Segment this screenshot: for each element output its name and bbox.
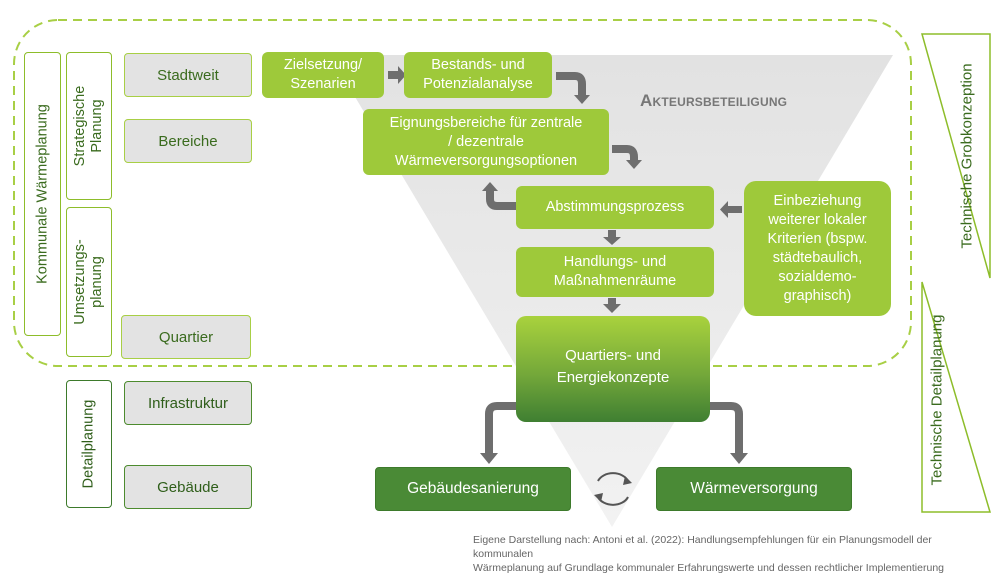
zielsetzung-box: Zielsetzung/ Szenarien — [262, 52, 384, 98]
arrow-einbeziehung-abstimmung — [720, 201, 742, 218]
scale-bereiche: Bereiche — [124, 119, 252, 163]
scale-gebaeude: Gebäude — [124, 465, 252, 509]
grob-outline — [921, 33, 991, 279]
akteursbeteiligung-text: Akteursbeteiligung — [640, 91, 788, 110]
source-caption: Eigene Darstellung nach: Antoni et al. (… — [473, 533, 993, 575]
scale-quartier: Quartier — [121, 315, 251, 359]
arrow-abstimmung-eignung — [486, 190, 516, 210]
arrow-quartier-gebaeude — [485, 402, 516, 454]
arrow-ziel-bestand — [388, 66, 406, 84]
waermeversorgung-box: Wärmeversorgung — [656, 467, 852, 511]
gebaeudesanierung-box: Gebäudesanierung — [375, 467, 571, 511]
grobkonzeption-label: Technische Grobkonzeption — [958, 63, 976, 249]
bestands-box: Bestands- und Potenzialanalyse — [404, 52, 552, 98]
kommunale-waermeplanung-label: Kommunale Wärmeplanung — [24, 52, 61, 336]
arrow-quartier-waerme — [710, 402, 743, 454]
caption-line-1: Eigene Darstellung nach: Antoni et al. (… — [473, 534, 932, 560]
arrow-handlung-quartier — [603, 298, 621, 313]
quartiers-box: Quartiers- und Energiekonzepte — [556, 347, 670, 386]
arrow-bestand-eignung — [556, 72, 586, 96]
detailplanung-tech-label: Technische Detailplanung — [928, 314, 946, 486]
umsetzungsplanung-label: Umsetzungs-planung — [66, 207, 112, 357]
detail-outline — [921, 281, 992, 513]
strategische-planung-label: Strategische Planung — [66, 52, 112, 200]
quartiers-box-bg — [516, 316, 710, 422]
einbeziehung-box: Einbeziehung weiterer lokaler Kriterien … — [744, 181, 891, 316]
caption-line-2: Wärmeplanung auf Grundlage kommunaler Er… — [473, 562, 944, 574]
dashed-frame — [13, 19, 912, 367]
scale-infrastruktur: Infrastruktur — [124, 381, 252, 425]
abstimmung-box: Abstimmungsprozess — [516, 186, 714, 229]
handlung-box: Handlungs- und Maßnahmenräume — [516, 247, 714, 297]
arrow-abstimmung-handlung — [603, 230, 621, 245]
scale-stadtweit: Stadtweit — [124, 53, 252, 97]
arrow-eignung-abstimmung — [612, 145, 638, 161]
akteursbeteiligung-title: Akteursbeteiligung — [640, 91, 840, 113]
detailplanung-label: Detailplanung — [66, 380, 112, 508]
eignung-box: Eignungsbereiche für zentrale / dezentra… — [363, 109, 609, 175]
